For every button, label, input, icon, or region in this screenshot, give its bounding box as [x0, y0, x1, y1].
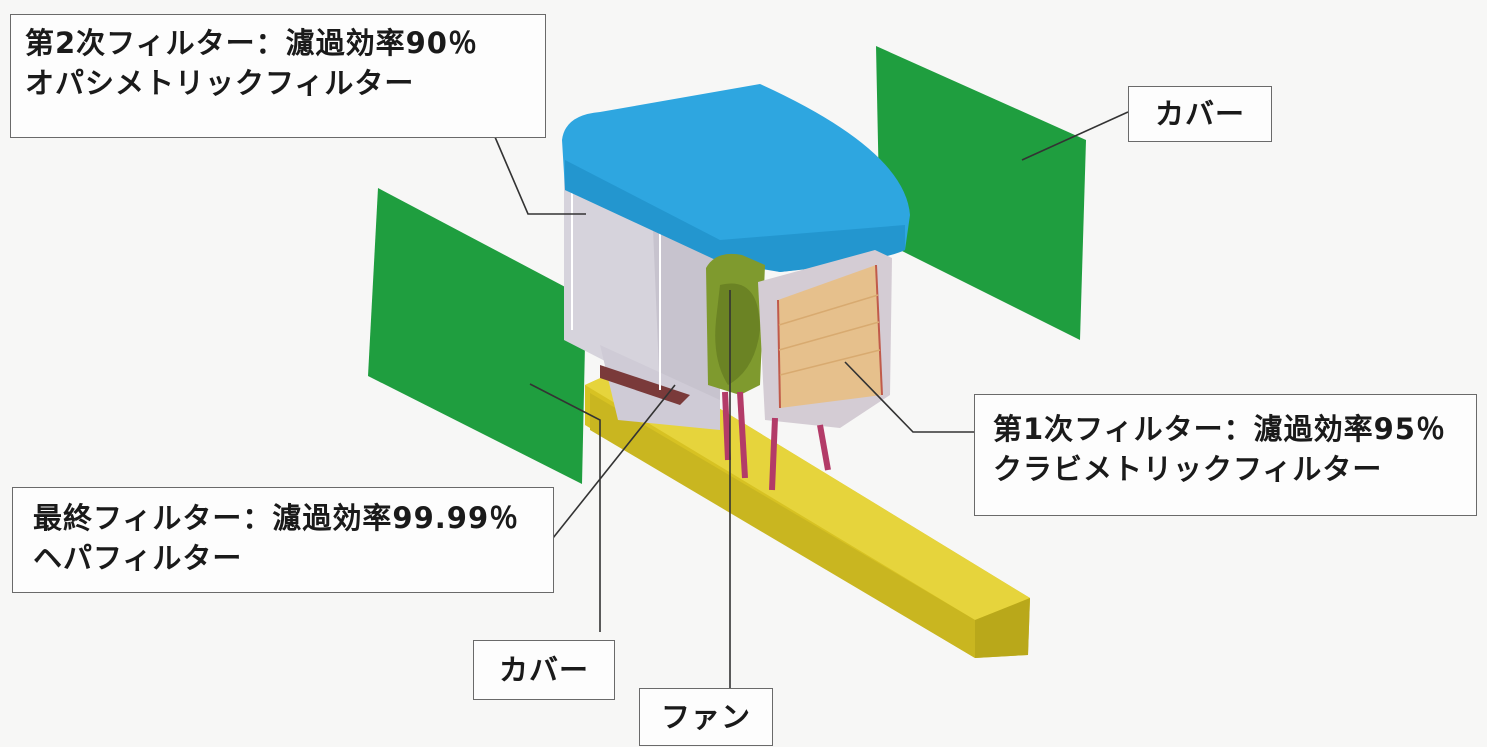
primary-filter-line2: クラビメトリックフィルター — [993, 452, 1383, 486]
cover-panel-right — [876, 46, 1086, 340]
secondary-filter-line2: オパシメトリックフィルター — [25, 66, 415, 100]
label-final-filter: 最終フィルター：濾過効率99.99％ ヘパフィルター — [12, 487, 554, 593]
label-secondary-filter: 第2次フィルター：濾過効率90％ オパシメトリックフィルター — [10, 14, 546, 138]
cover-panel-left — [368, 188, 586, 484]
support-legs — [722, 391, 831, 491]
primary-filter-line1: 第1次フィルター：濾過効率95％ — [993, 412, 1446, 446]
leader-lines — [494, 111, 1129, 690]
fan — [706, 253, 765, 395]
cover-bottom-text: カバー — [498, 653, 589, 687]
cover-right-text: カバー — [1154, 97, 1245, 131]
final-filter-line1: 最終フィルター：濾過効率99.99％ — [33, 501, 520, 535]
label-primary-filter: 第1次フィルター：濾過効率95％ クラビメトリックフィルター — [974, 394, 1477, 516]
final-filter-line2: ヘパフィルター — [33, 541, 243, 575]
filter-housing — [564, 165, 720, 430]
top-cover — [562, 84, 910, 272]
label-cover-right: カバー — [1128, 86, 1272, 142]
label-fan: ファン — [639, 688, 773, 746]
fan-text: ファン — [660, 700, 751, 734]
primary-filter — [758, 250, 892, 428]
secondary-filter-line1: 第2次フィルター：濾過効率90％ — [25, 26, 478, 60]
label-cover-bottom: カバー — [473, 640, 615, 700]
